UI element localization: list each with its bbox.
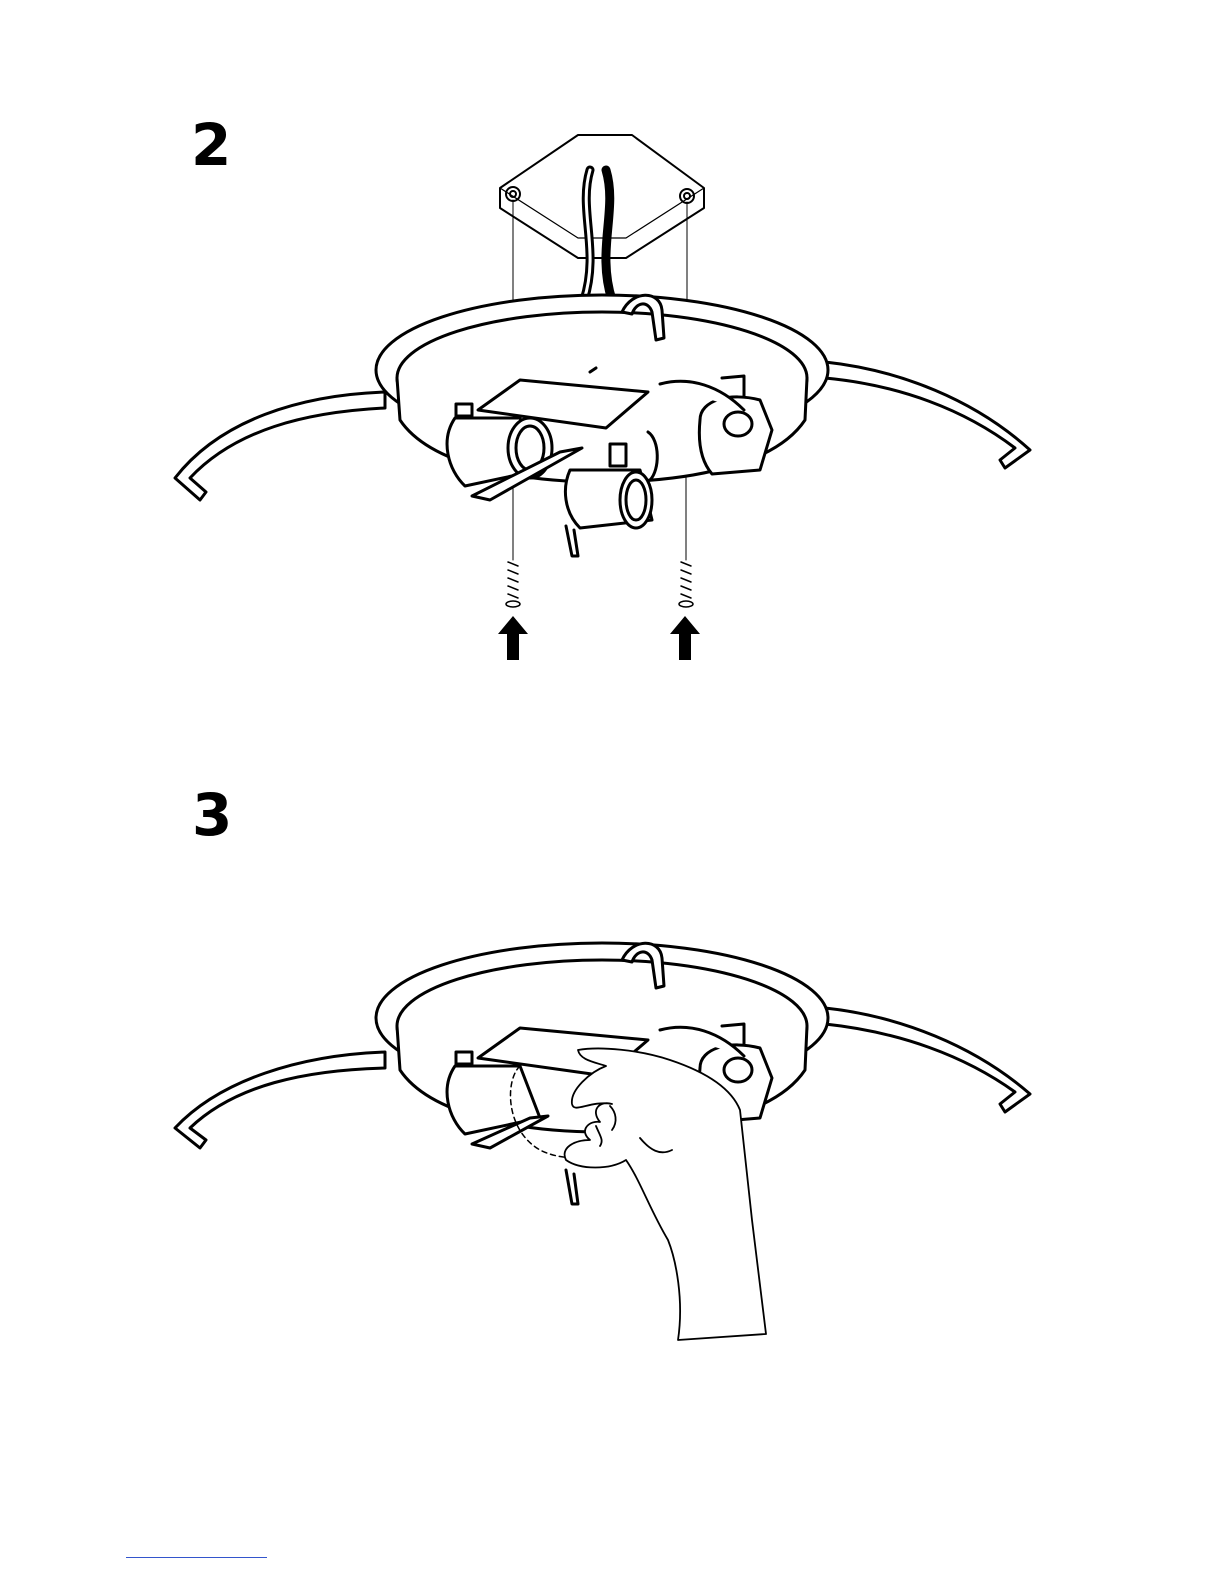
- ceiling-mount-plate-icon: [500, 135, 704, 258]
- lamp-arm-right: [825, 1008, 1030, 1112]
- step-3-illustration: [0, 700, 1224, 1360]
- footer-rule: [126, 1557, 267, 1558]
- lamp-arm-right: [825, 362, 1030, 468]
- screw-icon: [506, 562, 520, 607]
- step-2-illustration: [0, 0, 1224, 700]
- screw-icon: [679, 562, 693, 607]
- lamp-arm-left: [175, 1052, 385, 1148]
- arrow-up-icon: [670, 616, 700, 660]
- lamp-arm-left: [175, 392, 385, 500]
- arrow-up-icon: [498, 616, 528, 660]
